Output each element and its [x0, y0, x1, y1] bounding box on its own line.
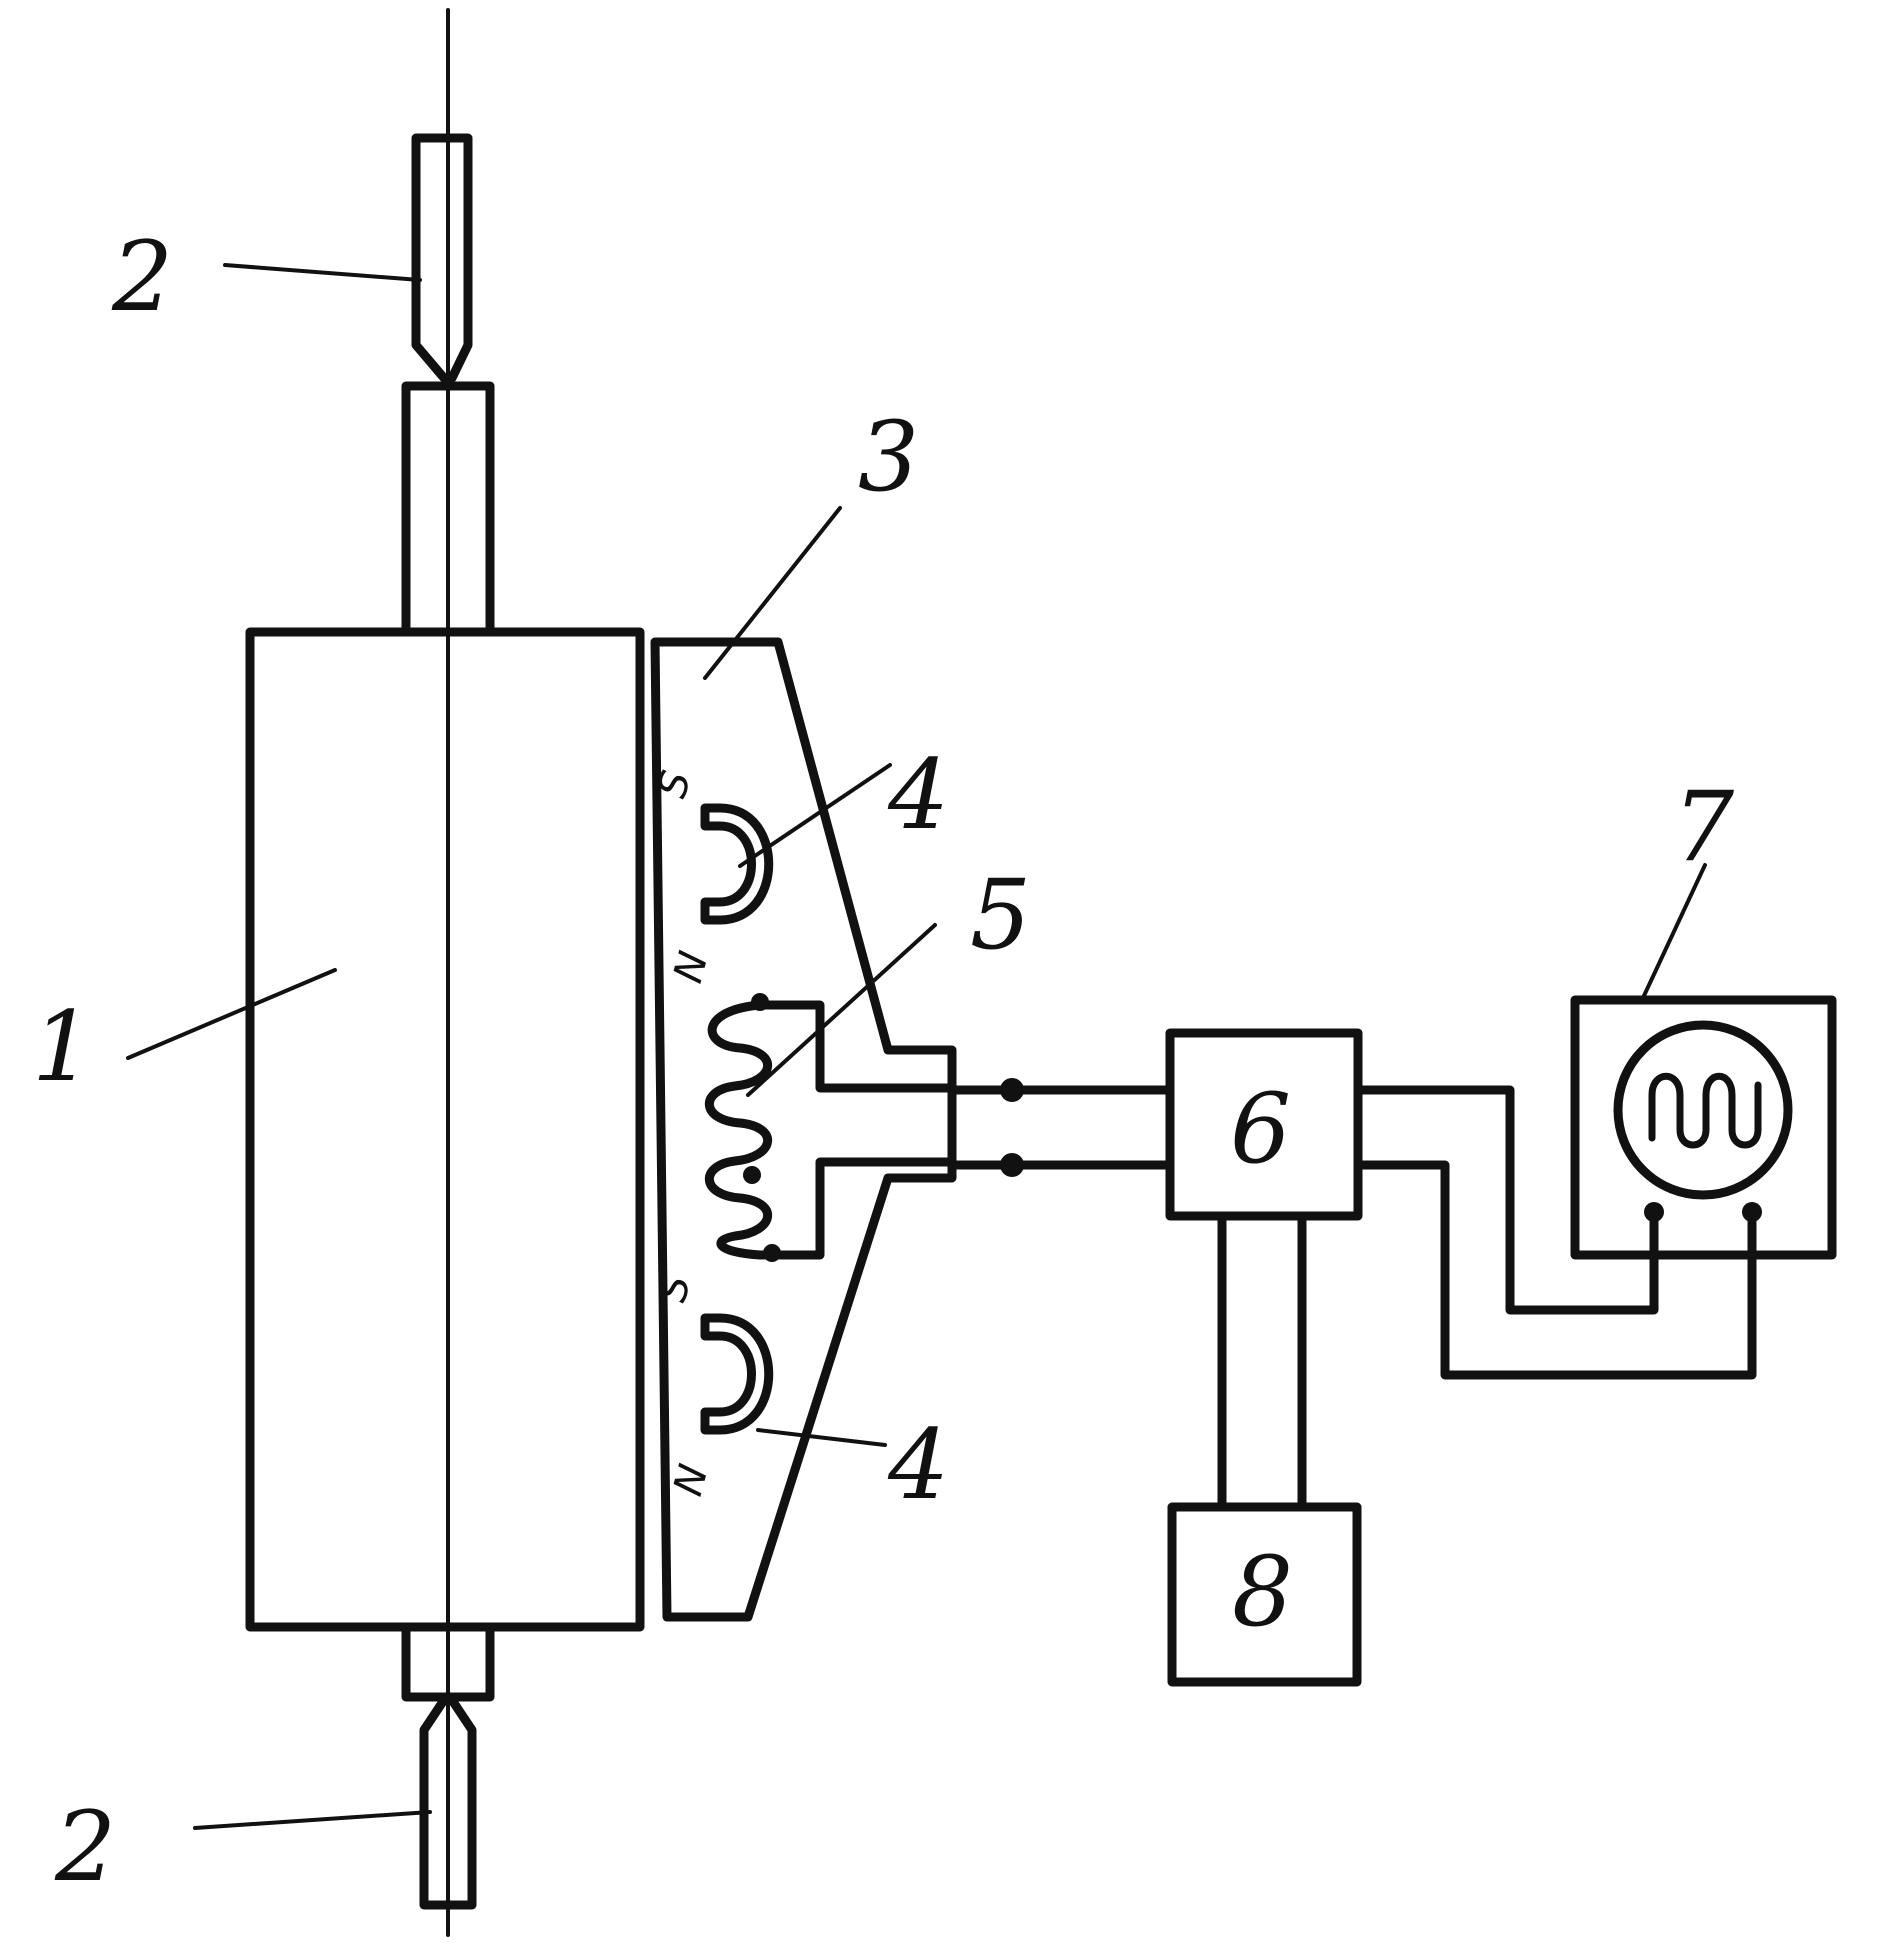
coil-terminal-top [751, 993, 769, 1011]
cylinder-body [245, 627, 645, 1632]
coil-core [755, 1000, 957, 1260]
magnet-top [700, 803, 774, 925]
leader-5 [746, 923, 937, 1097]
label-4-top: 4 [887, 739, 949, 851]
leader-4-bottom [756, 1428, 887, 1447]
coil-winding [704, 1000, 773, 1260]
oscilloscope-waveform [1648, 1072, 1762, 1149]
oscilloscope-box [1570, 995, 1837, 1260]
pole-bottom-magnet-lower: N [665, 1460, 717, 1501]
label-2-top: 2 [111, 221, 173, 333]
oscilloscope-screen [1613, 1020, 1793, 1200]
leader-4-top [738, 763, 892, 868]
label-6: 6 [1230, 1073, 1291, 1185]
pole-top-magnet-lower: N [665, 947, 717, 988]
magnet-bottom [700, 1313, 774, 1435]
terminal-top [1000, 1078, 1024, 1102]
coil-tap [743, 1166, 761, 1184]
leader-7 [1640, 863, 1707, 1002]
bottom-center [419, 1695, 477, 1910]
coil-terminal-bottom [763, 1244, 781, 1262]
amplifier-box [1165, 1028, 1363, 1221]
wire-amp-scope-1 [1353, 1085, 1659, 1315]
label-5: 5 [970, 859, 1031, 971]
label-1: 1 [32, 991, 93, 1103]
label-8: 8 [1232, 1536, 1293, 1648]
leader-1 [126, 968, 337, 1060]
label-7: 7 [1673, 771, 1734, 883]
leader-2-bottom [193, 1810, 432, 1830]
label-4-bottom: 4 [887, 1409, 949, 1521]
leader-2-top [223, 263, 422, 282]
sensor-housing [650, 637, 957, 1622]
top-center [411, 133, 473, 383]
power-supply-box [1167, 1502, 1362, 1687]
terminal-bottom [1000, 1153, 1024, 1177]
pole-bottom-magnet-upper: S [649, 1270, 700, 1306]
label-3: 3 [858, 401, 919, 513]
leader-3 [703, 506, 842, 680]
label-2-bottom: 2 [54, 1791, 116, 1903]
wire-amp-scope-2 [1353, 1160, 1757, 1380]
